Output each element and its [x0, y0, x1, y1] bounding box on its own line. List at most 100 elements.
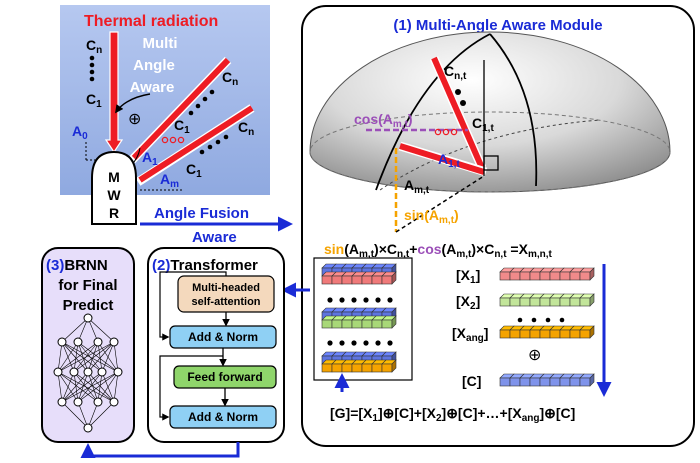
tensor-layer-4-cube: [371, 319, 383, 329]
dot-vec-1: [517, 317, 523, 323]
dot-vertical-4: [89, 76, 95, 82]
tensor-frame: [313, 257, 413, 381]
fusion-equation: sin(Am,t)×Cn,t+cos(Am,t)×Cn,t =Xm,n,t: [324, 241, 553, 260]
vector-xang-cube: [559, 329, 571, 339]
nn-edge: [77, 341, 119, 373]
vector-c-cube-side: [589, 373, 595, 387]
dot-vec-2: [531, 317, 537, 323]
nn-edge: [73, 341, 79, 373]
nn-edge: [97, 371, 103, 403]
brnn-frame: [41, 247, 135, 443]
tensor-dot: [387, 340, 393, 346]
tensor-layer-2-cube: [341, 275, 353, 285]
tensor-dot: [351, 297, 357, 303]
row-vectors: [499, 267, 595, 387]
vector-x2: [499, 293, 595, 307]
nn-node: [73, 337, 83, 347]
vector-x1: [499, 267, 595, 281]
nn-edge: [61, 371, 103, 403]
nn-edge: [113, 371, 119, 403]
tensor-layer-2-cube: [351, 275, 363, 285]
residual-1: [159, 271, 227, 341]
g-equation: [G]=[X1]⊕[C]+[X2]⊕[C]+…+[Xang]⊕[C]: [330, 405, 575, 424]
label-amt: Am,t: [404, 177, 430, 196]
tensor-layer-6-cube: [351, 363, 363, 373]
dot-a1-1: [209, 89, 215, 95]
nn-edge: [61, 371, 75, 403]
mwr-device: [91, 150, 137, 225]
nn-edge: [57, 371, 63, 403]
vector-xang-cube: [509, 329, 521, 339]
nn-edge: [77, 401, 89, 429]
vector-x1-cube: [559, 271, 571, 281]
label-cn-vertical: Cn: [86, 37, 102, 56]
nn-edge: [101, 341, 115, 373]
tensor-layer-2-cube: [371, 275, 383, 285]
nn-edge: [61, 341, 103, 373]
vector-xang-cube: [529, 329, 541, 339]
vector-x2-cube: [569, 297, 581, 307]
dot-vertical-2: [89, 62, 95, 68]
feed-forward-label: Feed forward: [187, 370, 262, 384]
transformer-to-brnn-arrow: [80, 442, 240, 458]
label-x2: [X2]: [456, 293, 480, 312]
vector-x2-cube: [509, 297, 521, 307]
dot-vertical-1: [89, 55, 95, 61]
nn-edge: [57, 341, 63, 373]
nn-edge: [57, 371, 99, 403]
tensor-layer-6-cube: [331, 363, 343, 373]
label-cn-am: Cn: [238, 119, 254, 138]
vector-x1-cube: [539, 271, 551, 281]
nn-edge: [57, 341, 115, 373]
tensor-layer-4-cube: [361, 319, 373, 329]
add-norm-label-1: Add & Norm: [188, 330, 258, 344]
dot-a1-3: [195, 103, 201, 109]
vector-xang-cube: [569, 329, 581, 339]
nn-edge: [61, 317, 89, 343]
label-am: Am: [160, 171, 179, 190]
nn-edge: [61, 371, 119, 403]
nn-node: [109, 397, 119, 407]
ray-amt: [399, 143, 485, 175]
nn-edge: [57, 341, 79, 373]
vector-c-cube: [499, 377, 511, 387]
neural-network-graph: [53, 313, 123, 433]
vector-x2-cube: [539, 297, 551, 307]
nn-edge: [61, 371, 89, 403]
vector-xang-cube: [519, 329, 531, 339]
angle-fusion-label-2: Aware: [192, 229, 237, 246]
brnn-title-1: (3)BRNN: [46, 257, 108, 274]
tensor-layer-6-cube: [321, 363, 333, 373]
meridian-left: [375, 33, 491, 191]
nn-node: [53, 367, 63, 377]
tensor-layer-4-cube: [321, 319, 333, 329]
vector-c-cube: [519, 377, 531, 387]
circle-hemi-3: [450, 128, 458, 136]
nn-edge: [57, 341, 99, 373]
module-1-panel: (1) Multi-Angle Aware Module Cn,t C1,t c…: [301, 5, 695, 447]
nn-edge: [87, 371, 99, 403]
tensor-dot: [339, 340, 345, 346]
tensor-layer-2-cube: [321, 275, 333, 285]
dot-a1-2: [202, 96, 208, 102]
brnn-title-2: for Final: [58, 277, 117, 294]
vector-c: [499, 373, 595, 387]
vector-xang-cube: [539, 329, 551, 339]
ray-cn: [431, 56, 485, 170]
nn-node: [113, 367, 123, 377]
nn-edge: [73, 371, 99, 403]
ray-a1: [131, 57, 231, 161]
label-x1: [X1]: [456, 267, 480, 286]
vector-x1-cube: [509, 271, 521, 281]
label-a0: A0: [72, 123, 88, 142]
tensor-layer-4-cube: [351, 319, 363, 329]
nn-edge: [77, 341, 89, 373]
angle-fusion-label-1: Angle Fusion: [154, 205, 249, 222]
vector-x2-cube: [499, 297, 511, 307]
vector-x2-cube: [519, 297, 531, 307]
nn-node: [93, 397, 103, 407]
nn-node: [109, 337, 119, 347]
mwr-letter-m: M: [108, 169, 120, 185]
